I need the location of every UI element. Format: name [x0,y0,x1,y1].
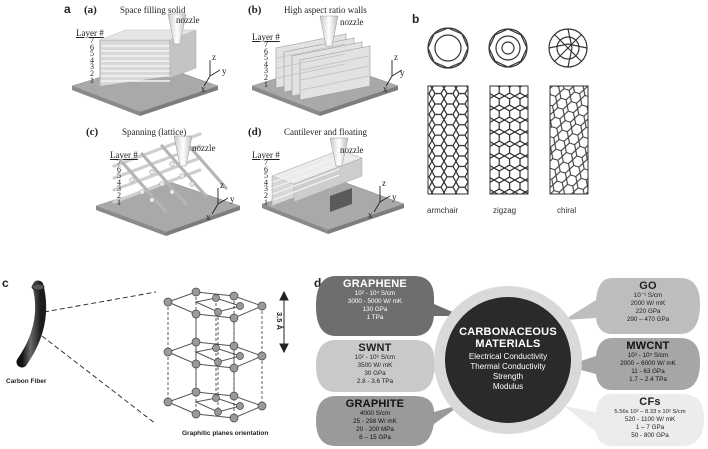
armchair-end-view [427,27,469,69]
center-label: CARBONACEOUS MATERIALS Electrical Conduc… [448,326,568,392]
cfs-card: CFs 5.56x 10² – 8.33 x 10² S/cm 520 - 11… [596,396,704,440]
armchair-label: armchair [427,206,459,215]
graphene-name: GRAPHENE [343,278,407,290]
cell-d-figure [261,137,405,234]
cell-b-figure [251,15,403,116]
cell-a-sublabel: (a) [84,4,97,16]
mwcnt-name: MWCNT [626,340,670,352]
cell-a-figure [71,13,221,116]
cfs-name: CFs [639,396,661,408]
panel-b-letter: b [412,12,420,26]
chiral-tube [549,85,589,195]
cell-b-axis-y: y [400,68,405,78]
cell-d-sublabel: (d) [248,126,262,138]
bubble-shapes [316,276,704,446]
cell-a-layer-label: Layer # [76,28,104,38]
center-title-line2: MATERIALS [475,338,541,350]
center-property-modulus: Modulus [492,382,524,391]
carbon-fiber-label: Carbon Fiber [6,378,47,385]
center-title-line1: CARBONACEOUS [459,326,557,338]
spacing-arrow [279,290,289,354]
cell-c-sublabel: (c) [86,126,99,138]
graphene-card: GRAPHENE 10² - 10⁴ S/cm 3000 - 5000 W/ m… [320,278,430,322]
cell-c-figure [95,132,241,236]
cell-d-axis-y: y [392,192,397,202]
cell-a-axis-y: y [222,66,227,76]
graphite-bubble [316,396,462,446]
chiral-label: chiral [557,206,577,215]
cell-b-title: High aspect ratio walls [284,5,367,15]
go-card: GO 10⁻¹ S/cm 2000 W/ mK 220 GPa 290 – 47… [598,280,698,324]
cell-b-sublabel: (b) [248,4,262,16]
swnt-bubble [316,340,458,392]
cell-d-layer-label: Layer # [252,150,280,160]
cell-d-axis-x: x [368,210,373,220]
cell-b-axis-x: x [383,84,388,94]
panel-a-letter: a [64,2,71,16]
cell-d-axis-z: z [382,178,386,188]
mwcnt-bubble [566,338,700,390]
cell-c-layer-label: Layer # [110,150,138,160]
zigzag-tube [489,85,529,195]
cell-b-axis-z: z [394,52,398,62]
go-bubble [564,278,700,334]
zigzag-label: zigzag [493,206,517,215]
panel-c-letter: c [2,276,9,290]
chiral-end-view [548,28,588,68]
graphite-drawing [16,280,289,425]
swnt-name: SWNT [358,342,392,354]
carbon-fiber-image [16,280,47,368]
cell-a-nozzle-label: nozzle [176,15,200,25]
panel-a-drawings [71,13,405,236]
cell-b-nozzle-label: nozzle [340,17,364,27]
panel-d-letter: d [314,276,322,290]
zigzag-end-view [488,28,528,68]
center-disc [445,297,571,423]
go-name: GO [639,280,657,292]
cell-a-axis-x: x [201,84,206,94]
center-property-thermal: Thermal Conductivity [470,362,546,371]
graphite-name: GRAPHITE [345,398,405,410]
cell-a-axis-z: z [212,52,216,62]
cell-c-axis-y: y [230,194,235,204]
graphene-bubble [316,276,462,336]
center-property-strength: Strength [492,372,524,381]
graphitic-planes-label: Graphitic planes orientation [182,430,269,437]
center-property-electrical: Electrical Conductivity [468,352,548,361]
mwcnt-card: MWCNT 10³ - 10⁵ S/cm 2000 – 6000 W/ mK 1… [598,340,698,384]
graphite-card: GRAPHITE 4000 S/cm 25 - 298 W/ mK 20 - 2… [320,398,430,442]
cell-b-layer-label: Layer # [252,32,280,42]
cell-c-nozzle-label: nozzle [192,143,216,153]
swnt-card: SWNT 10² - 10⁶ S/cm 3500 W/ mK 30 GPa 2.… [320,342,430,386]
nanotube-drawings [427,27,589,195]
cell-c-title: Spanning (lattice) [122,127,187,137]
cell-d-title: Cantilever and floating [284,127,367,137]
carbon-atoms [163,287,267,423]
cell-c-axis-z: z [220,180,224,190]
armchair-tube [427,85,469,195]
cell-a-title: Space filling solid [120,5,186,15]
cell-d-nozzle-label: nozzle [340,145,364,155]
cell-c-axis-x: x [206,212,211,222]
cfs-bubble [564,394,704,446]
